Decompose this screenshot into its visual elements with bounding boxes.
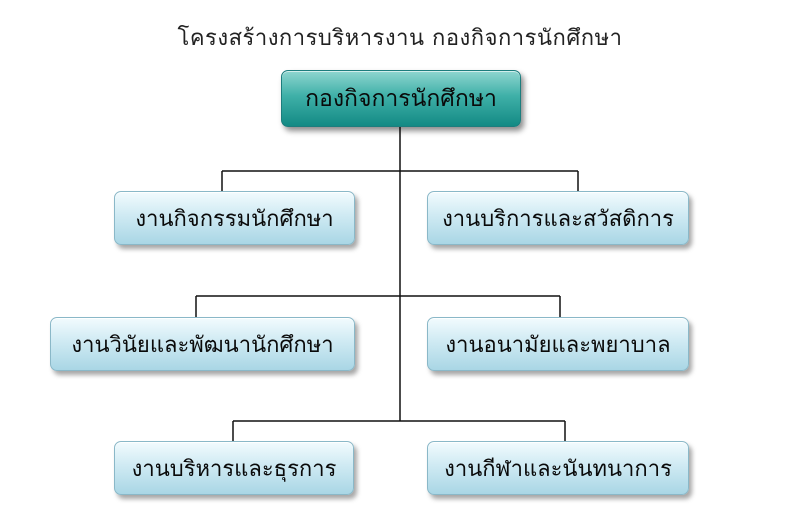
unit-node-student-activities: งานกิจกรรมนักศึกษา xyxy=(114,191,355,245)
unit-node-services-welfare: งานบริการและสวัสดิการ xyxy=(427,191,689,245)
unit-node-health-nursing: งานอนามัยและพยาบาล xyxy=(427,317,689,371)
root-node: กองกิจการนักศึกษา xyxy=(281,70,521,127)
chart-title: โครงสร้างการบริหารงาน กองกิจการนักศึกษา xyxy=(177,26,623,51)
unit-node-discipline-development: งานวินัยและพัฒนานักศึกษา xyxy=(50,317,355,371)
unit-node-admin-general: งานบริหารและธุรการ xyxy=(114,441,354,495)
unit-node-sports-recreation: งานกีฬาและนันทนาการ xyxy=(427,441,689,495)
